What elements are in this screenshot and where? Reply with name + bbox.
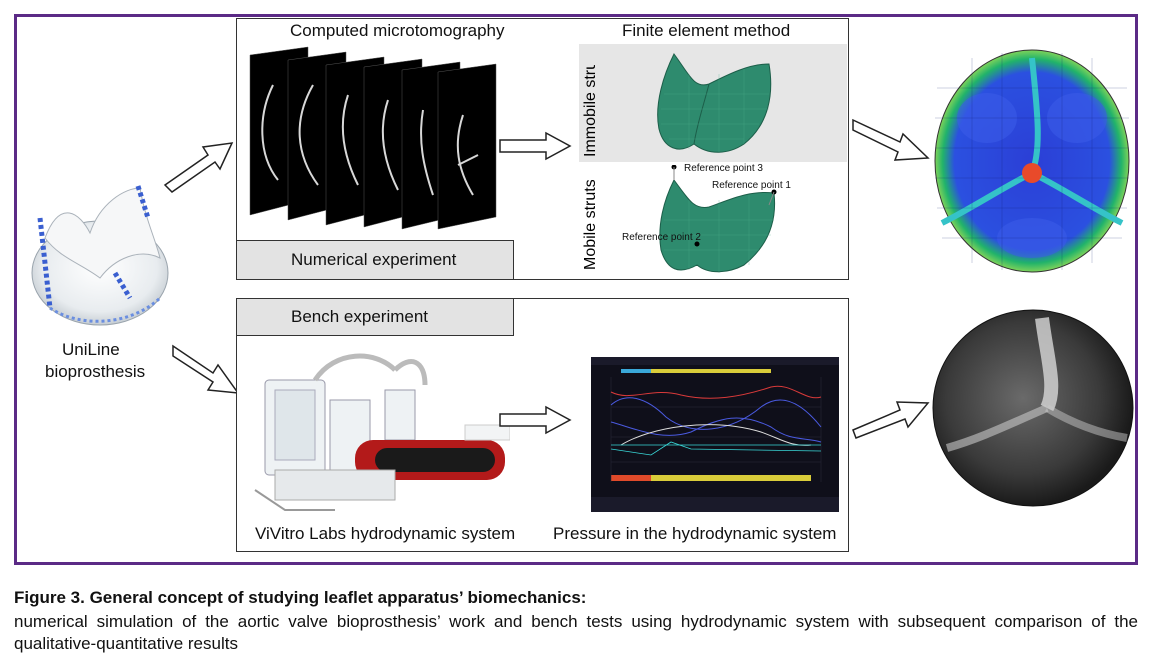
pressure-label: Pressure in the hydrodynamic system — [553, 524, 837, 543]
uniline-valve-photo — [31, 185, 169, 326]
reference-point-1: Reference point 1 — [712, 180, 791, 191]
fem-immobile-leaflet — [657, 53, 772, 153]
uniline-label-line2: bioprosthesis — [45, 362, 146, 381]
figure-caption-title: Figure 3. General concept of studying le… — [14, 588, 587, 607]
uniline-label-line1: UniLine — [62, 340, 120, 359]
mobile-struts-label: Mobile struts — [582, 180, 599, 270]
svg-text:Mobile struts: Mobile struts — [582, 180, 599, 270]
reference-point-3: Reference point 3 — [684, 163, 763, 174]
reference-point-2: Reference point 2 — [622, 232, 701, 243]
arrow-to-bench-result — [852, 401, 930, 439]
ct-slices-stack — [249, 46, 497, 230]
arrow-ct-to-fem — [499, 131, 572, 161]
svg-text:Immobile struts: Immobile struts — [582, 65, 599, 157]
immobile-struts-label: Immobile struts — [582, 65, 599, 157]
arrow-to-numerical — [163, 142, 234, 193]
fem-mobile-leaflet — [579, 165, 847, 277]
figure-frame — [14, 14, 1138, 565]
arrow-to-fem-result — [852, 118, 930, 161]
fem-title: Finite element method — [622, 21, 791, 40]
arrow-bench-to-pressure — [499, 405, 572, 435]
fem-stress-result — [934, 49, 1130, 273]
ct-title: Computed microtomography — [290, 21, 505, 40]
vivitro-label: ViVitro Labs hydrodynamic system — [255, 524, 516, 543]
bench-experiment-tab: Bench experiment — [236, 298, 514, 336]
numerical-experiment-tab: Numerical experiment — [236, 240, 514, 280]
arrow-to-bench — [172, 344, 240, 394]
bench-valve-result-photo — [932, 309, 1134, 507]
vivitro-system-photo — [254, 353, 510, 511]
pressure-chart-screenshot — [591, 357, 839, 512]
figure-caption-body: numerical simulation of the aortic valve… — [14, 612, 1138, 653]
